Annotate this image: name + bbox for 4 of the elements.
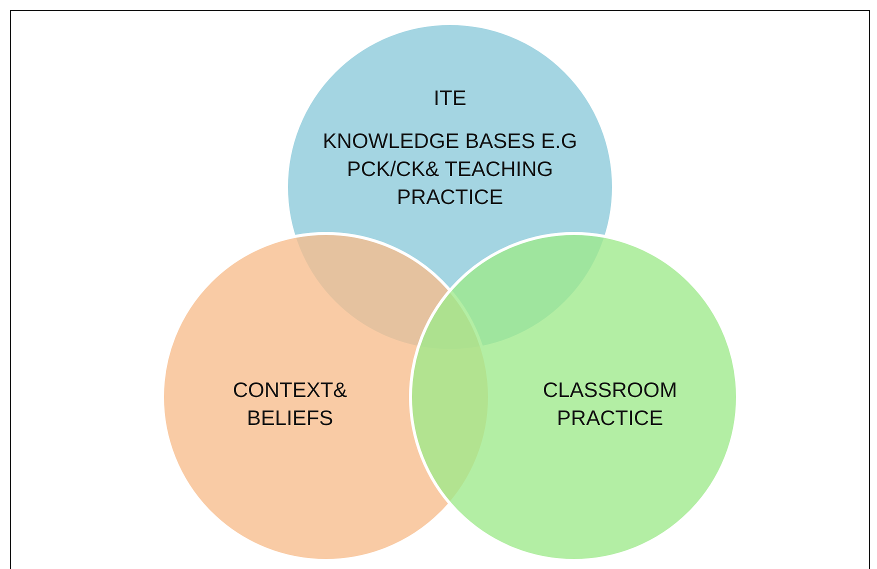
circle-label: CONTEXT& BELIEFS — [232, 378, 348, 432]
circle-label: ITE — [432, 86, 468, 112]
circle-label: CLASSROOM PRACTICE — [542, 378, 678, 432]
circle-label: KNOWLEDGE BASES E.G PCK/CK& TEACHING PRACTICE — [322, 129, 578, 211]
